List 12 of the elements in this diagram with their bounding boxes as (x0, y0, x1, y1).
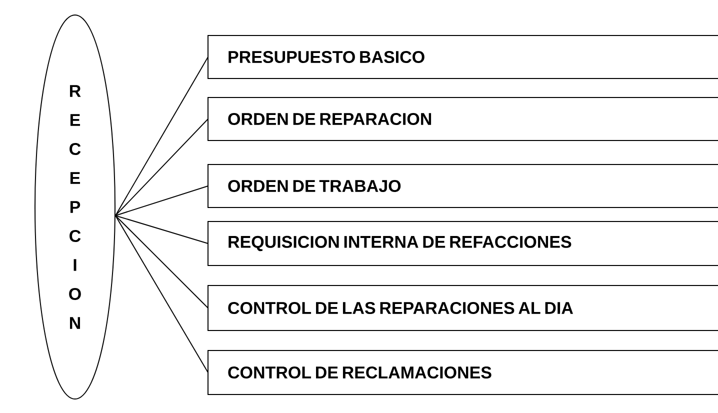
connector-line (114, 215, 208, 373)
connector-line (114, 56, 208, 216)
connector-line (114, 118, 208, 216)
bracket-box: PRESUPUESTO BASICO (208, 35, 718, 79)
connector-line (114, 186, 208, 216)
connector-line (114, 215, 208, 308)
bracket-box: ORDEN DE REPARACION (208, 97, 718, 141)
bracket-box: ORDEN DE TRABAJO (208, 164, 718, 208)
bracket-box: CONTROL DE LAS REPARACIONES AL DIA (208, 285, 718, 331)
connector-line (114, 215, 208, 244)
bracket-box: CONTROL DE RECLAMACIONES (208, 350, 718, 395)
bracket-box: REQUISICION INTERNA DE REFACCIONES (208, 221, 718, 266)
